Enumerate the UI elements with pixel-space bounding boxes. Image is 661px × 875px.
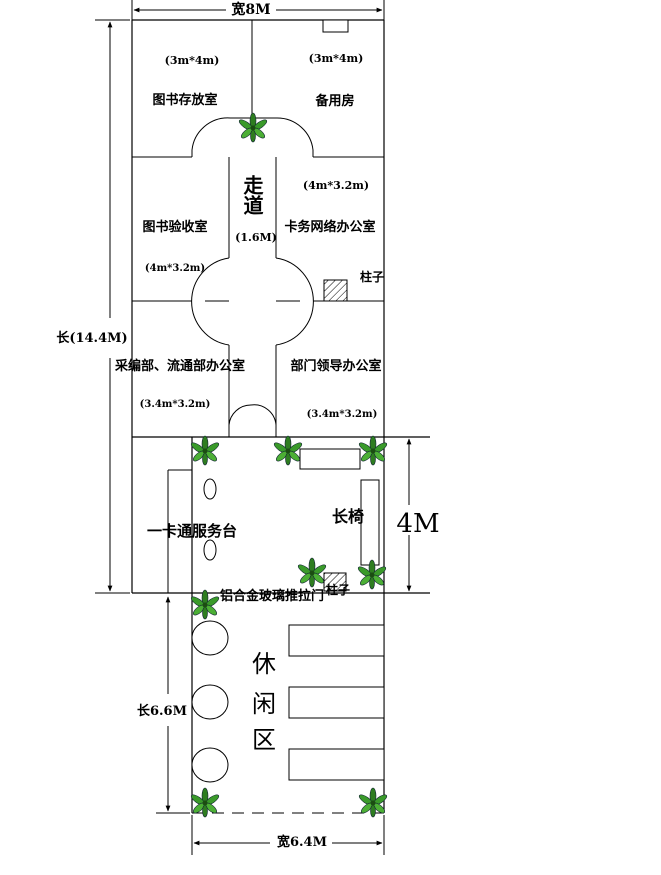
- lounge-area: [191, 620, 385, 814]
- lounge-char-2: 闲: [252, 690, 276, 718]
- bottom-width-dimension: 宽6.4M: [191, 815, 385, 855]
- service-hall: [132, 437, 430, 813]
- service-length-label: 4M: [396, 509, 439, 539]
- plant-icon: [189, 787, 221, 818]
- corridor-width: (1.6M): [235, 231, 277, 244]
- book-storage-size: (3m*4m): [165, 54, 220, 67]
- plant-icon: [189, 435, 221, 466]
- plant-icon: [237, 112, 269, 143]
- book-storage-name: 图书存放室: [152, 92, 217, 108]
- lounge-length-label: 长6.6M: [137, 703, 187, 719]
- plant-icon: [272, 435, 304, 466]
- corridor-name: 走道: [240, 174, 264, 215]
- book-acceptance-size: (4m*3.2m): [145, 263, 205, 274]
- lounge-char-3: 区: [252, 726, 276, 754]
- total-length-dimension: 长(14.4M): [56, 19, 130, 594]
- spare-room-size: (3m*4m): [309, 52, 364, 65]
- service-desk-label: 一卡通服务台: [147, 522, 237, 540]
- pillar-lower-label: 柱子: [326, 582, 350, 597]
- pillar-upper-label: 柱子: [360, 269, 384, 284]
- bench-label: 长椅: [332, 507, 364, 526]
- plant-icon: [189, 589, 221, 620]
- lounge-char-1: 休: [252, 650, 276, 678]
- acquisition-office-size: (3.4m*3.2m): [140, 399, 211, 410]
- total-length-label: 长(14.4M): [56, 330, 127, 346]
- upper-building: [131, 19, 430, 593]
- lounge-length-dimension: 长6.6M: [137, 596, 190, 814]
- bottom-width-label: 宽6.4M: [276, 834, 327, 850]
- sliding-door-label: 铝合金玻璃推拉门: [220, 588, 324, 604]
- acquisition-office-name: 采编部、流通部办公室: [114, 358, 245, 374]
- card-office-name: 卡务网络办公室: [284, 219, 375, 235]
- card-office-size: (4m*3.2m): [303, 179, 369, 192]
- leader-office-size: (3.4m*3.2m): [307, 409, 378, 420]
- leader-office-name: 部门领导办公室: [290, 358, 381, 374]
- book-acceptance-name: 图书验收室: [142, 219, 207, 235]
- plant-icon: [296, 557, 328, 588]
- top-width-label: 宽8M: [231, 1, 270, 18]
- service-length-dimension: 4M: [396, 438, 440, 592]
- pillar-upper: [323, 279, 348, 302]
- top-width-dimension: 宽8M: [131, 0, 385, 20]
- spare-room-name: 备用房: [314, 93, 354, 109]
